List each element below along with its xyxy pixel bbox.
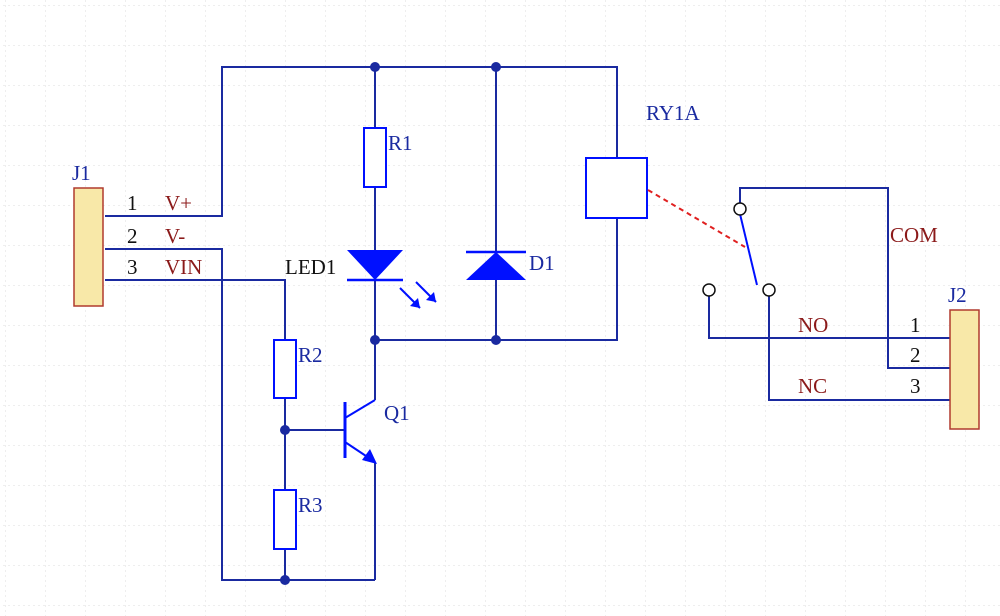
wire-vin (105, 279, 286, 340)
relay-mechanical-link (647, 189, 746, 248)
wire-v-minus-rail (105, 248, 375, 581)
relay-contact-com (733, 202, 747, 216)
junctions (280, 62, 501, 585)
junction-dot (370, 335, 380, 345)
resistor-r3-body (273, 489, 297, 550)
resistor-r2: R2 (273, 339, 323, 399)
junction-dot (491, 335, 501, 345)
j2-pin-number: 2 (910, 343, 921, 367)
net-label-no: NO (798, 313, 828, 337)
junction-dot (280, 425, 290, 435)
relay-coil (585, 157, 648, 219)
connector-j2-ref: J2 (948, 283, 967, 307)
j2-pin-number: 1 (910, 313, 921, 337)
resistor-r2-label: R2 (298, 343, 323, 367)
connector-j1-body (73, 187, 104, 307)
diode-triangle (466, 252, 526, 280)
resistor-r3-label: R3 (298, 493, 323, 517)
junction-dot (491, 62, 501, 72)
diode-d1-label: D1 (529, 251, 555, 275)
net-label-vin: VIN (165, 255, 202, 279)
wire-coil-return (375, 218, 618, 341)
transistor-q1-label: Q1 (384, 401, 410, 425)
connector-j2-body (949, 309, 980, 430)
j1-pin-number: 2 (127, 224, 138, 248)
transistor-emitter-arrow (362, 449, 377, 464)
relay-label: RY1A (646, 101, 701, 125)
net-label-com: COM (890, 223, 938, 247)
j1-pin-number: 1 (127, 191, 138, 215)
wire-no (708, 296, 950, 339)
relay-contact-no (702, 283, 716, 297)
wire-com (739, 187, 950, 369)
relay-contact-nc (762, 283, 776, 297)
net-label-v-minus: V- (165, 224, 185, 248)
transistor-collector (344, 399, 376, 419)
resistor-r2-body (273, 339, 297, 399)
junction-dot (370, 62, 380, 72)
diode-d1: D1 (466, 250, 555, 280)
wire-v-plus-rail (105, 66, 618, 217)
transistor-q1: Q1 (343, 399, 410, 464)
junction-dot (280, 575, 290, 585)
connector-j2: J2 1 2 3 NO COM NC (798, 223, 980, 430)
led-led1: LED1 (285, 250, 437, 309)
resistor-r1: R1 (363, 127, 413, 188)
relay-ry1a: RY1A (585, 101, 776, 297)
j2-pin-number: 3 (910, 374, 921, 398)
relay-switch-arm (739, 213, 758, 286)
led-led1-label: LED1 (285, 255, 336, 279)
led-triangle (347, 250, 403, 280)
connector-j1-ref: J1 (72, 161, 91, 185)
resistor-r3: R3 (273, 489, 323, 550)
resistor-r1-body (363, 127, 387, 188)
connector-j1: J1 1 2 3 V+ V- VIN (72, 161, 202, 307)
net-label-nc: NC (798, 374, 827, 398)
net-label-v-plus: V+ (165, 191, 192, 215)
j1-pin-number: 3 (127, 255, 138, 279)
resistor-r1-label: R1 (388, 131, 413, 155)
wire-nc (768, 296, 950, 401)
wires (105, 66, 950, 581)
